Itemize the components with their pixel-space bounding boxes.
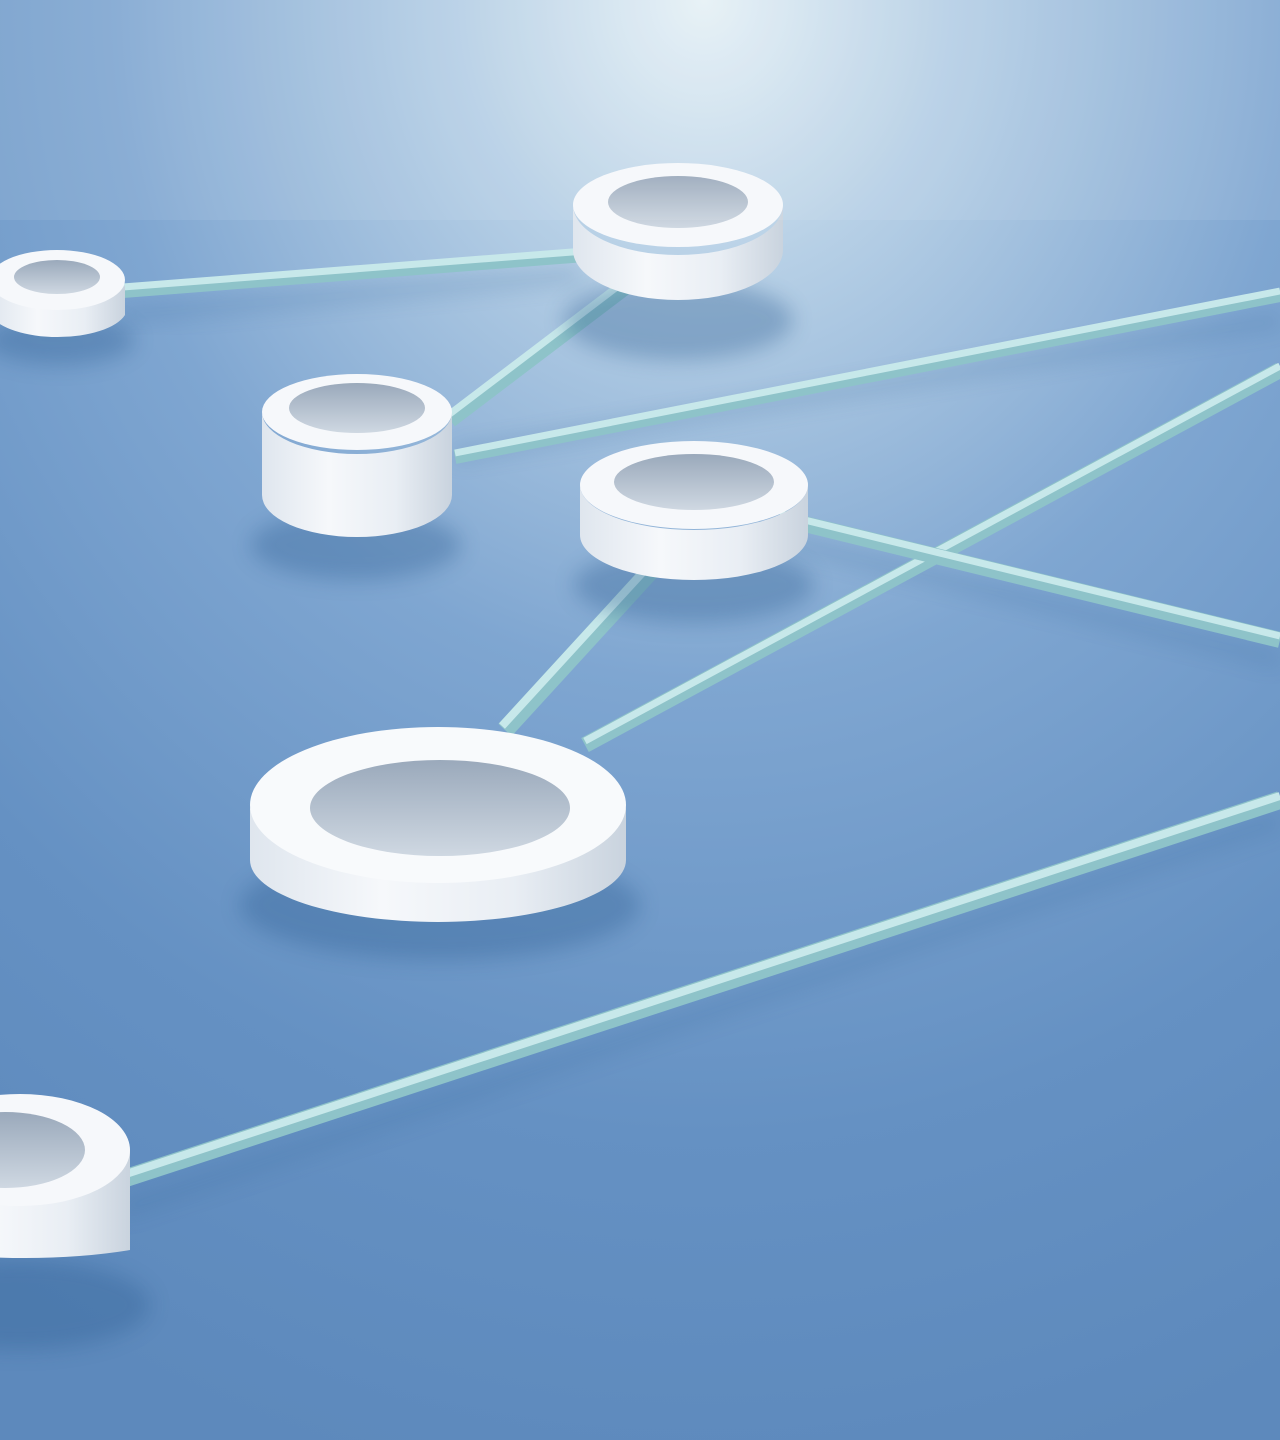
ring-node-middle <box>262 374 452 537</box>
ring-node-left <box>0 250 125 338</box>
ring-node-bottom-left <box>0 1094 130 1259</box>
ring-node-top <box>573 163 783 300</box>
ring-node-large <box>250 727 626 922</box>
top-haze <box>0 0 1280 220</box>
link-middle-ring-to-right-edge <box>453 287 1280 464</box>
link-bottom-left-ring-to-right-edge <box>117 791 1280 1189</box>
ring-node-center <box>580 441 808 580</box>
link-left-to-top-ring <box>109 247 586 299</box>
link-small-center-ring-to-right-edge <box>778 510 1280 648</box>
